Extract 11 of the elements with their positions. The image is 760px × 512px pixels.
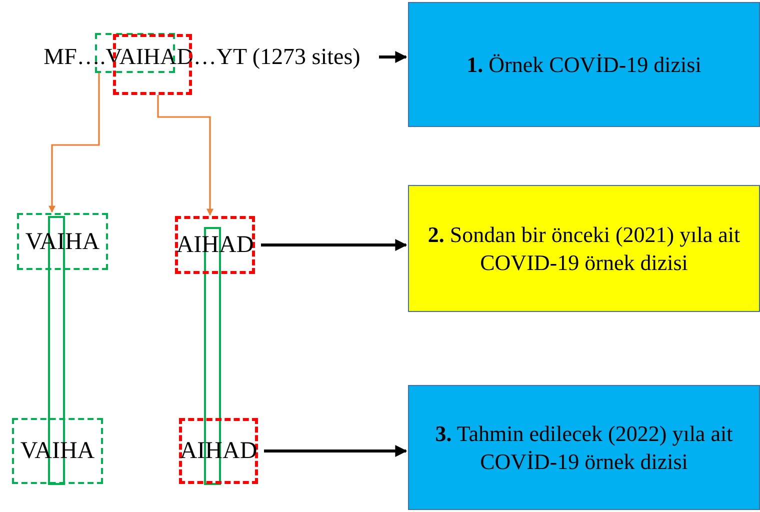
box-text: 1. Örnek COVİD-19 dizisi bbox=[466, 50, 702, 78]
box-text: 3. Tahmin edilecek (2022) yıla ait COVİD-19 örnek dizisi bbox=[434, 420, 734, 475]
arrow bbox=[261, 239, 408, 251]
arrow bbox=[264, 445, 408, 457]
arrow bbox=[379, 51, 408, 63]
arrow bbox=[48, 73, 100, 213]
box-text: 2. Sondan bir önceki (2021) yıla ait COVID-19 örnek dizisi bbox=[426, 221, 742, 276]
arrow bbox=[157, 95, 214, 216]
info-box bbox=[408, 385, 760, 510]
info-box bbox=[408, 2, 760, 127]
info-box bbox=[408, 185, 760, 312]
